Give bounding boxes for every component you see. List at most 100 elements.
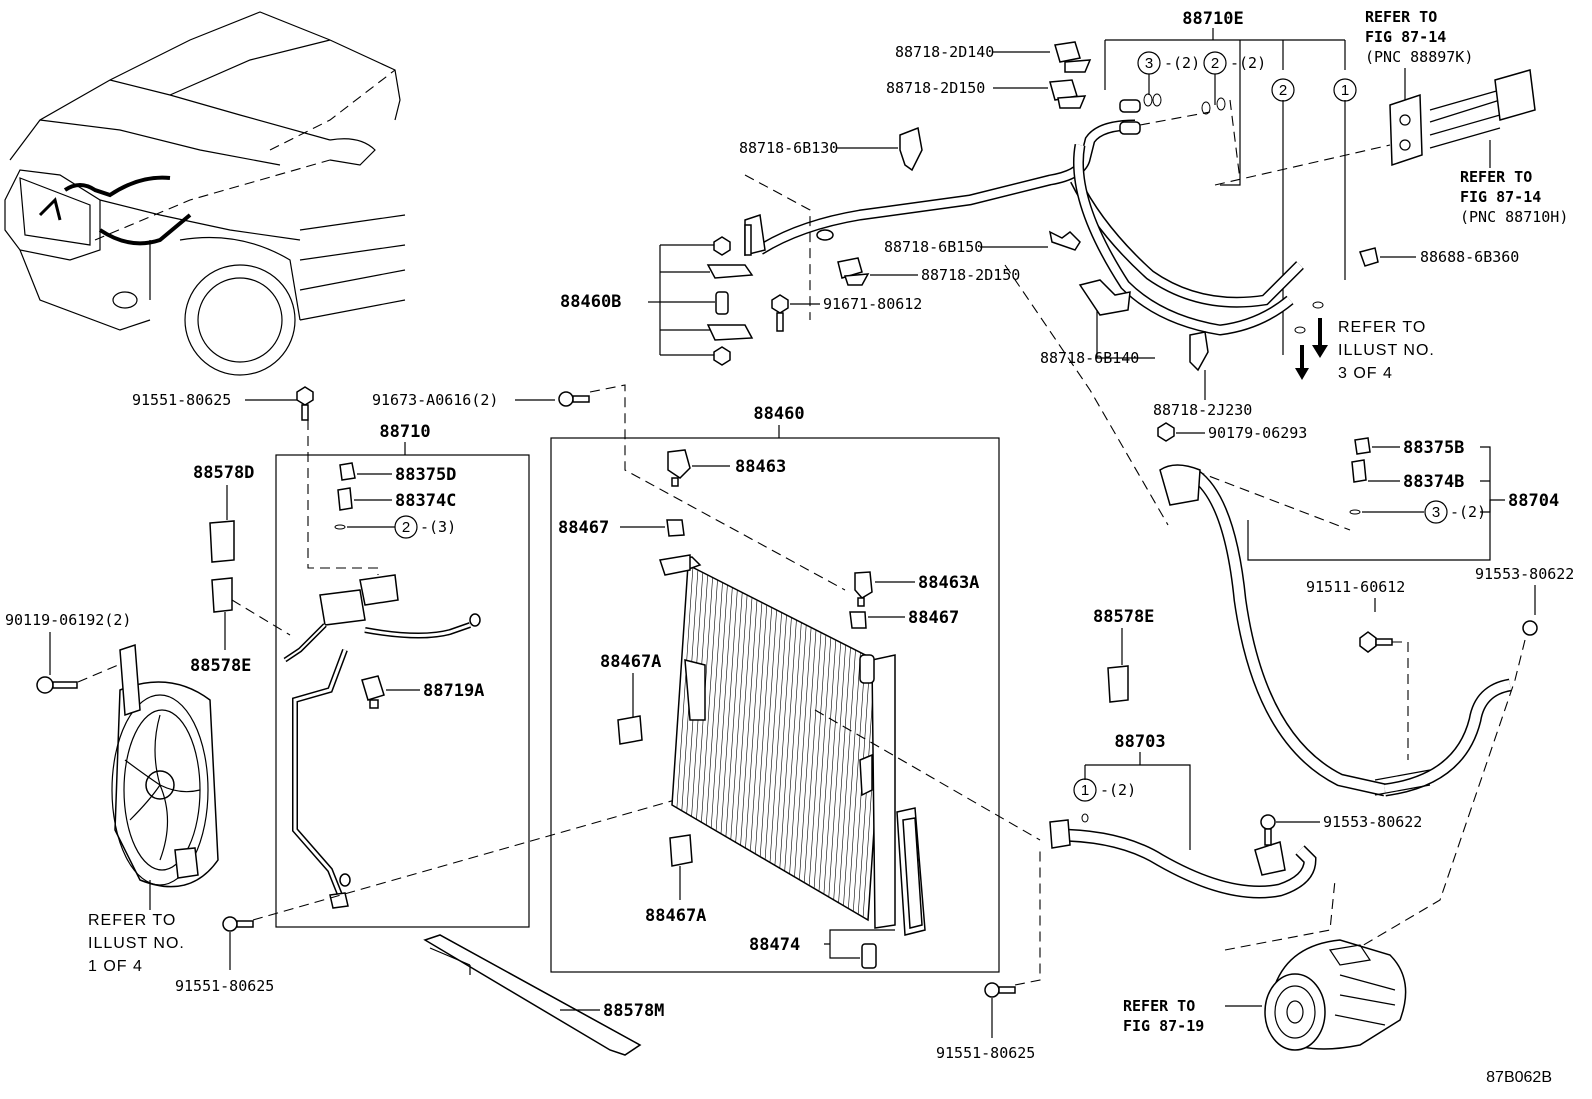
refer-fig: FIG 87-14 [1460, 188, 1541, 206]
bracket-88467A-b: 88467A [645, 834, 706, 926]
label-91551-80625-tl: 91551-80625 [132, 391, 231, 409]
clamp-88718-6B150: 88718-6B150 [884, 230, 1081, 256]
refer-text: REFER TO [1365, 8, 1437, 26]
diagram-code: 87B062B [1486, 1069, 1552, 1086]
label-90119-06192: 90119-06192(2) [5, 611, 131, 629]
label-88460B: 88460B [560, 292, 621, 312]
label-91551-80625-bl: 91551-80625 [175, 977, 274, 995]
cushion-88467-a: 88467 [558, 518, 685, 538]
clamp-88718-6B140: 88718-6B140 [1040, 279, 1155, 367]
label-88718-6B150: 88718-6B150 [884, 238, 983, 256]
label-91553-80622-mid: 91553-80622 [1323, 813, 1422, 831]
cushion-88467-b: 88467 [849, 608, 959, 629]
refer-fig: FIG 87-14 [1365, 28, 1446, 46]
clamp-88718-2J230: 88718-2J230 [1153, 331, 1252, 419]
vehicle-illustration [4, 11, 406, 376]
callout-1-column: 1 [1341, 82, 1349, 99]
bolt-91673-A0616: 91673-A0616(2) [372, 384, 846, 591]
refer-page: 3 OF 4 [1338, 365, 1393, 382]
bolt-91551-80625-bl: 91551-80625 [175, 799, 676, 995]
label-88710: 88710 [379, 422, 430, 442]
callout-3-88704: 3 [1432, 504, 1440, 521]
label-88718-6B140: 88718-6B140 [1040, 349, 1139, 367]
bolt-91553-80622-top: 91553-80622 [1354, 565, 1574, 951]
qty-3-top: -(2) [1164, 54, 1200, 72]
clamp-88718-6B130: 88718-6B130 [739, 126, 923, 172]
refer-pnc: (PNC 88710H) [1460, 208, 1568, 226]
bolt-91551-80625-tl: 91551-80625 [132, 386, 314, 421]
bracket-88467A-a: 88467A [600, 652, 661, 745]
label-91673-A0616: 91673-A0616(2) [372, 391, 498, 409]
bracket-88463A: 88463A [854, 571, 979, 607]
refer-page: 1 OF 4 [88, 958, 143, 975]
group-88710E: 88710E 3 -(2) 2 -(2) 2 1 [1104, 9, 1357, 355]
label-91553-80622-top: 91553-80622 [1475, 565, 1574, 583]
callout-3-top: 3 [1145, 55, 1153, 72]
qty-2-88710: -(3) [420, 518, 456, 536]
qty-1-88703: -(2) [1100, 781, 1136, 799]
label-88578E-right: 88578E [1093, 607, 1154, 627]
label-88578E-left: 88578E [190, 656, 251, 676]
label-88719A: 88719A [423, 681, 484, 701]
callout-2-top: 2 [1211, 55, 1219, 72]
seal-88578E-left: 88578E [190, 577, 291, 676]
label-88718-2D140: 88718-2D140 [895, 43, 994, 61]
leader-condenser-pipe [814, 709, 1041, 841]
group-88460: 88460 [550, 404, 1000, 973]
label-88718-2J230: 88718-2J230 [1153, 401, 1252, 419]
refer-text: REFER TO [1460, 168, 1532, 186]
condenser-core [659, 554, 896, 929]
label-88474: 88474 [749, 935, 800, 955]
refer-illust: ILLUST NO. [1338, 342, 1435, 359]
group-88460B: 88460B [560, 174, 811, 366]
bolt-91551-80625-bc: 91551-80625 [936, 850, 1041, 1062]
bolt-91511-60612: 91511-60612 [1306, 578, 1409, 760]
refer-illust-3-of-4: REFER TO ILLUST NO. 3 OF 4 [1294, 301, 1435, 382]
nut-90179-06293: 90179-06293 [1157, 422, 1307, 442]
refer-fig-87-14-88710H: REFER TO FIG 87-14 (PNC 88710H) [1460, 140, 1568, 226]
clamp-88718-2D140: 88718-2D140 [895, 41, 1092, 73]
label-91551-80625-bc: 91551-80625 [936, 1044, 1035, 1062]
label-90179-06293: 90179-06293 [1208, 424, 1307, 442]
qty-3-88704: -(2) [1450, 503, 1486, 521]
evaporator-fitting [1214, 69, 1536, 186]
clamp-88718-2D150-top: 88718-2D150 [886, 79, 1087, 109]
seal-88578D: 88578D [193, 463, 254, 563]
refer-fig: FIG 87-19 [1123, 1017, 1204, 1035]
label-88375B: 88375B [1403, 438, 1464, 458]
label-88467-a: 88467 [558, 518, 609, 538]
label-88375D: 88375D [395, 465, 456, 485]
qty-2-top: -(2) [1230, 54, 1266, 72]
refer-text: REFER TO [88, 912, 176, 929]
bolt-91553-80622-mid: 91553-80622 [1260, 813, 1422, 846]
label-88374C: 88374C [395, 491, 456, 511]
label-88704: 88704 [1508, 491, 1559, 511]
label-88463A: 88463A [918, 573, 979, 593]
group-88704: 88375B 88374B 3 -(2) 88704 [1179, 437, 1559, 561]
refer-pnc: (PNC 88897K) [1365, 48, 1473, 66]
label-88578M: 88578M [603, 1001, 664, 1021]
compressor: REFER TO FIG 87-19 [1123, 939, 1407, 1051]
switch-88719A: 88719A [361, 675, 484, 709]
label-88467A-b: 88467A [645, 906, 706, 926]
seal-88578M: 88578M [423, 934, 664, 1056]
label-88718-6B130: 88718-6B130 [739, 139, 838, 157]
refer-fig-87-14-88897K: REFER TO FIG 87-14 (PNC 88897K) [1365, 8, 1473, 100]
group-88710: 88710 88375D 88374C 2 -(3) [275, 420, 530, 928]
label-91671-80612: 91671-80612 [823, 295, 922, 313]
label-88460: 88460 [753, 404, 804, 424]
label-88578D: 88578D [193, 463, 254, 483]
refer-illust: ILLUST NO. [88, 935, 185, 952]
group-88703: 88703 1 -(2) [1049, 732, 1336, 951]
clamp-88718-2D150-mid: 88718-2D150 [837, 257, 1020, 286]
callout-1-88703: 1 [1081, 782, 1089, 799]
suction-hose-88704 [1004, 264, 1387, 797]
discharge-suction-tubes [744, 99, 1304, 336]
label-88374B: 88374B [1403, 472, 1464, 492]
label-88467-b: 88467 [908, 608, 959, 628]
refer-text: REFER TO [1338, 319, 1426, 336]
bracket-88463: 88463 [667, 449, 786, 487]
receiver-88474: 88474 [749, 929, 895, 959]
condenser-fan: 90119-06192(2) REFER TO ILLUST NO. 1 OF … [5, 611, 219, 975]
